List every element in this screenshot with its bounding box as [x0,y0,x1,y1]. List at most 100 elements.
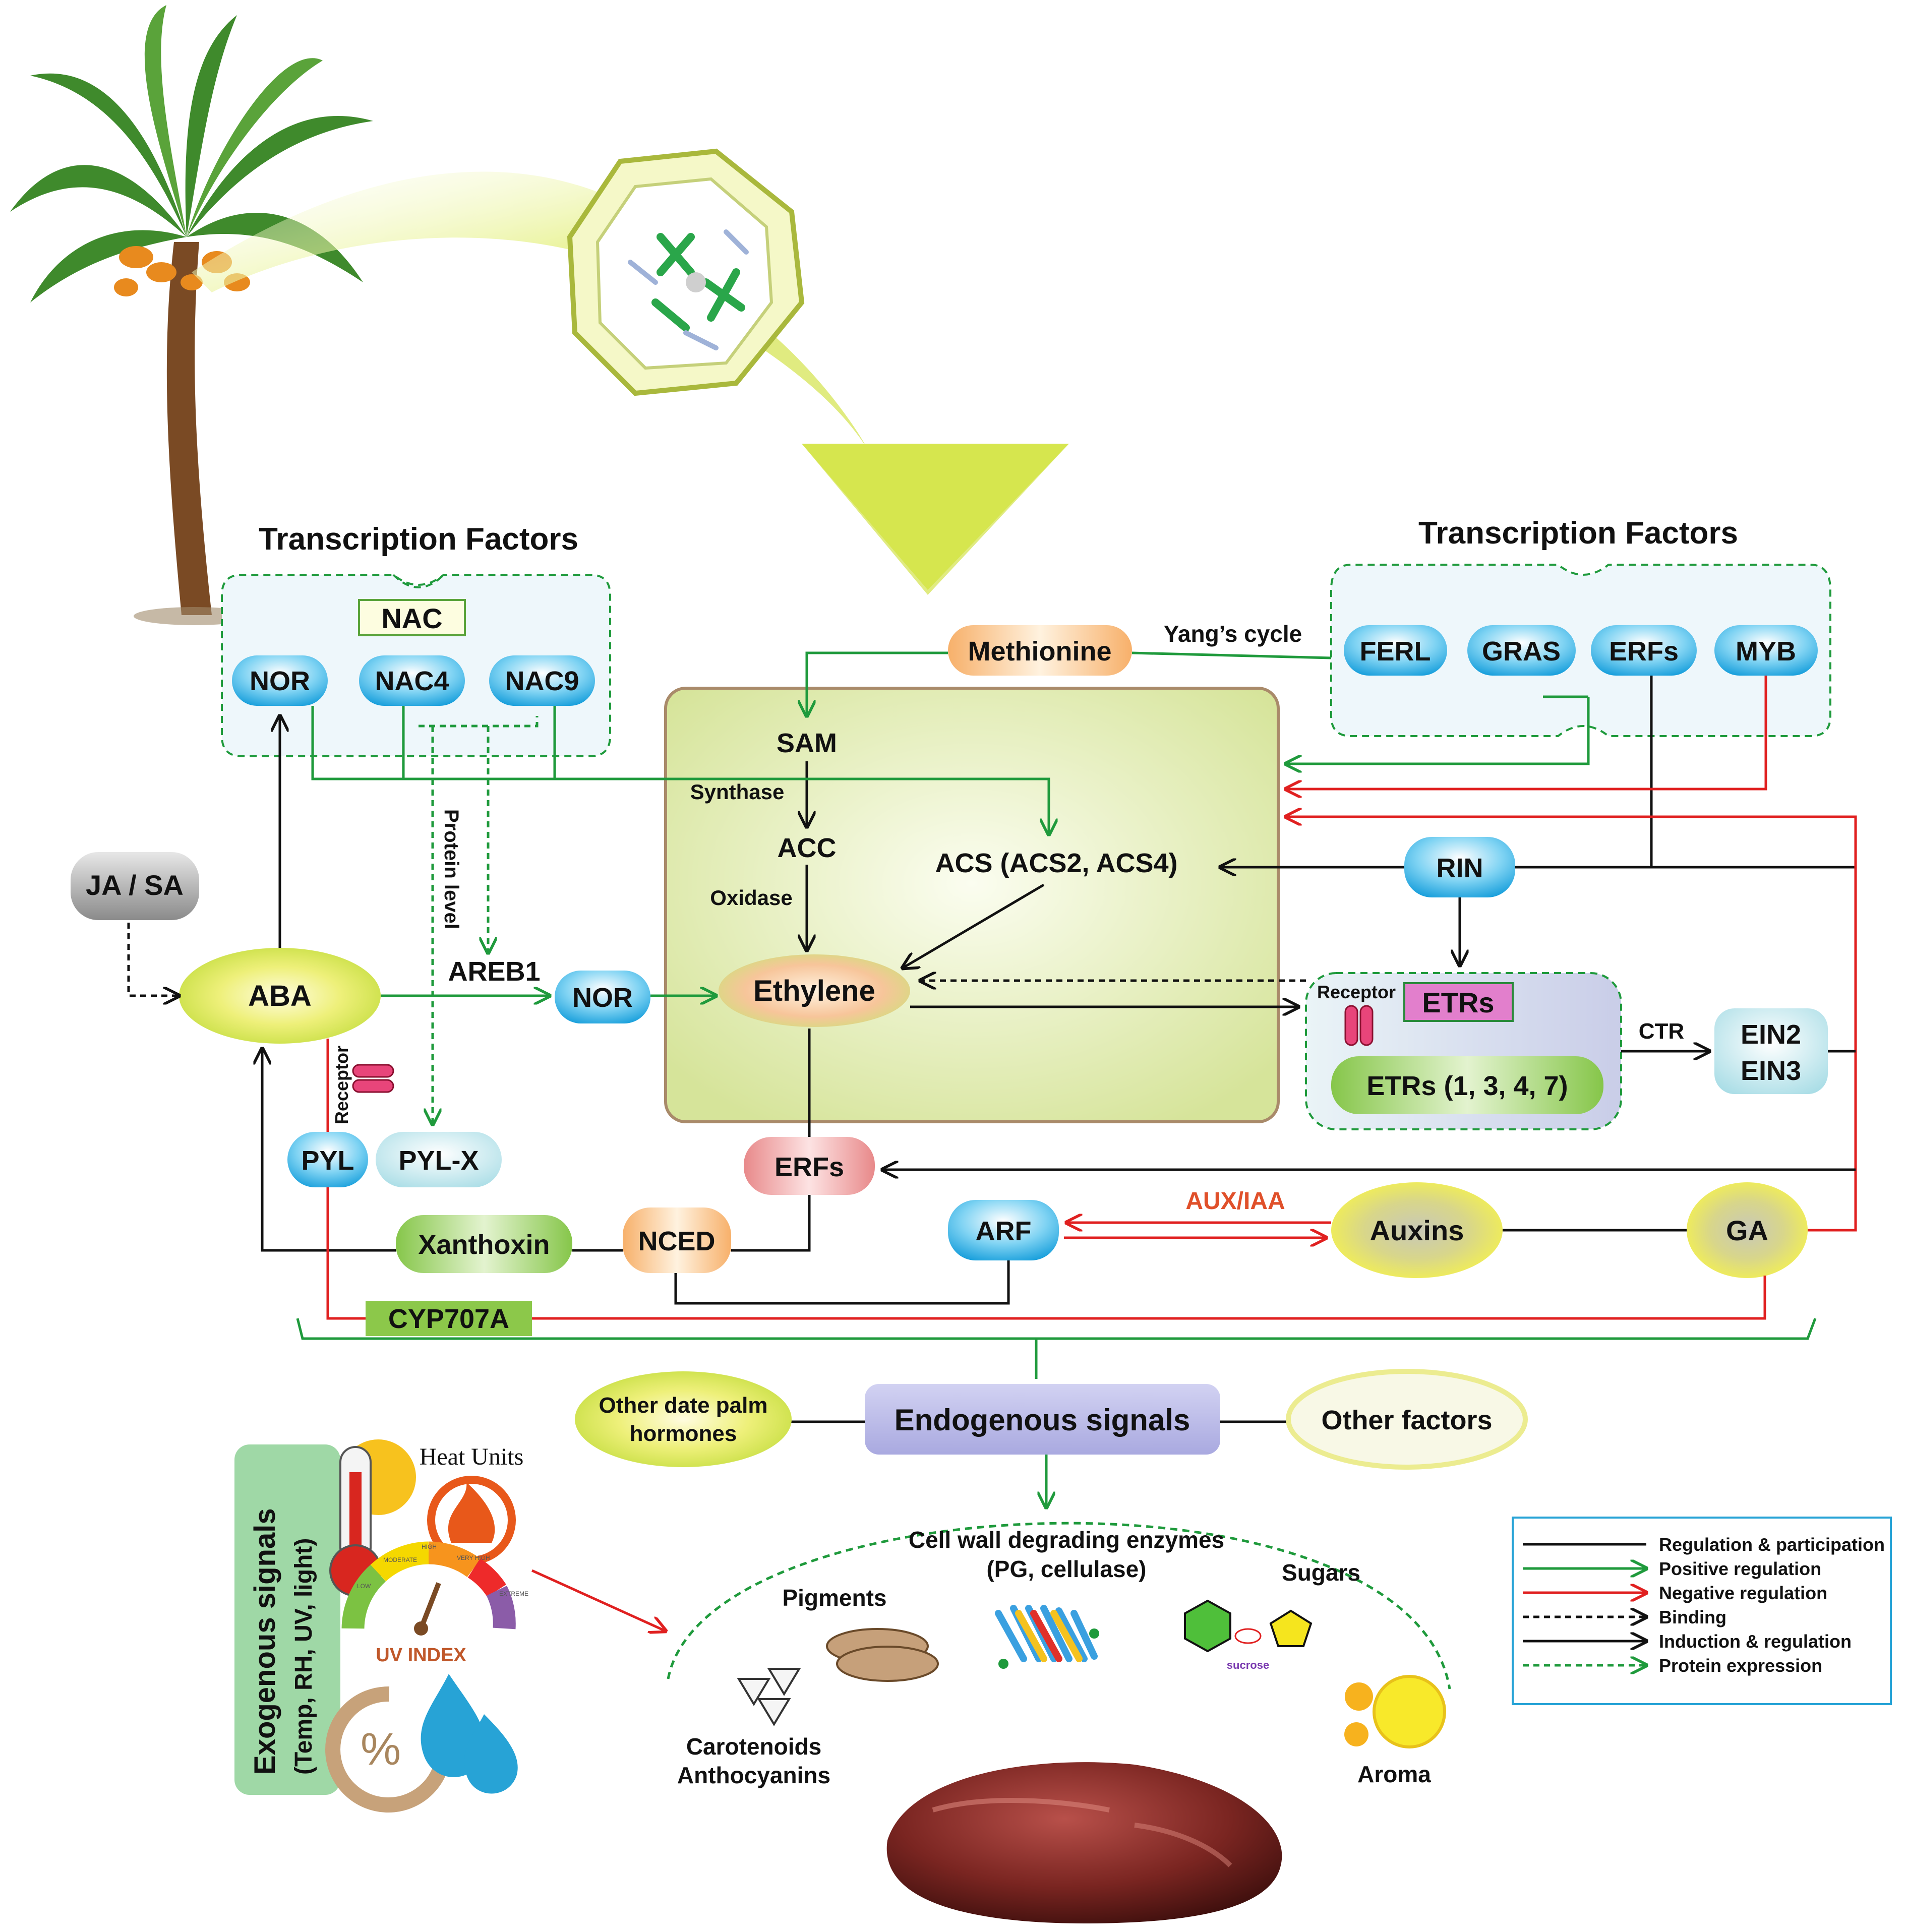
ein2-label: EIN2 [1741,1019,1801,1050]
sam-label: SAM [777,728,837,758]
areb1-label: AREB1 [448,956,540,987]
pyl-node: PYL [287,1132,368,1187]
pyl-label: PYL [301,1145,354,1176]
tf-right-title: Transcription Factors [1418,516,1738,551]
etrs-receptor-icon [1344,1005,1374,1046]
carotenoids-icon [737,1668,801,1726]
pigments-label: Pigments [782,1585,886,1611]
humidity-icon [325,1674,518,1813]
methionine-label: Methionine [968,636,1112,667]
auxins-label: Auxins [1370,1215,1464,1246]
cyp707a-label: CYP707A [388,1304,509,1334]
uv-scale-high: HIGH [422,1543,437,1550]
other-factors-label: Other factors [1321,1405,1492,1435]
pyl-x-node: PYL-X [376,1132,502,1187]
cwde-line1: Cell wall degrading enzymes [909,1527,1224,1553]
humidity-percent-label: % [361,1724,401,1775]
pathway-connectors [127,651,1857,1689]
xanthoxin-node: Xanthoxin [396,1215,572,1273]
date-fruit-illustration [886,1762,1282,1923]
yang-cycle-label: Yang’s cycle [1164,621,1302,647]
ga-label: GA [1726,1215,1768,1246]
tf-node-ferl-label: FERL [1360,636,1431,667]
acc-label: ACC [778,833,837,863]
erfs-node: ERFs [744,1137,875,1195]
aroma-label: Aroma [1357,1761,1431,1787]
legend-label-5: Induction & regulation [1659,1631,1852,1652]
tf-node-gras-label: GRAS [1482,636,1561,667]
xanthoxin-label: Xanthoxin [418,1230,550,1260]
ein-node: EIN2 EIN3 [1714,1008,1828,1094]
aba-label: ABA [248,980,312,1012]
protein-level-label: Protein level [440,809,462,929]
uv-scale-very-high: VERY HIGH [457,1554,490,1561]
tf-left-title: Transcription Factors [259,522,578,557]
tf-node-myb-label: MYB [1736,636,1796,667]
ethylene-node: Ethylene [719,954,910,1027]
uv-scale-extreme: EXTREME [499,1590,528,1597]
other-hormones-line1: Other date palm [599,1393,768,1418]
ga-node: GA [1687,1182,1808,1278]
arf-node: ARF [948,1200,1059,1260]
methionine-node: Methionine [948,625,1132,676]
ethylene-label: Ethylene [753,975,875,1007]
tf-node-nac9-label: NAC9 [505,666,579,696]
aroma-icon [1344,1675,1446,1748]
carotenoids-label: Carotenoids [686,1733,821,1760]
ctr-label: CTR [1639,1019,1684,1044]
tf-node-nac4: NAC4 [359,655,465,706]
ja-sa-node: JA / SA [71,852,199,920]
nced-label: NCED [638,1226,715,1256]
exogenous-signals-line1: Exogenous signals [249,1508,281,1775]
tf-node-nor-label: NOR [250,666,310,696]
auxins-node: Auxins [1331,1182,1503,1278]
nac-label: NAC [381,602,442,634]
tf-node-erfs-label: ERFs [1609,636,1679,667]
other-hormones-node: Other date palm hormones [575,1371,792,1467]
uv-scale-low: LOW [357,1583,371,1590]
tf-node-nac9: NAC9 [489,655,595,706]
aux-iaa-label: AUX/IAA [1185,1188,1285,1215]
enzyme-protein-icon [995,1605,1099,1669]
tf-node-nac4-label: NAC4 [375,666,449,696]
synthase-label: Synthase [690,780,785,804]
cwde-line2: (PG, cellulase) [986,1556,1146,1582]
sucrose-structure-icon [1184,1599,1313,1653]
tf-node-gras: GRAS [1467,625,1576,676]
legend-label-4: Binding [1659,1607,1726,1627]
nac-label-box [358,599,466,636]
rin-label: RIN [1437,853,1483,883]
legend-label-3: Negative regulation [1659,1583,1827,1603]
rin-node: RIN [1404,837,1515,897]
tf-node-myb: MYB [1714,625,1818,676]
nor-label: NOR [572,983,633,1013]
uv-index-gauge-icon [341,1541,516,1636]
pyl-x-label: PYL-X [398,1145,479,1176]
uv-index-label: UV INDEX [376,1645,466,1666]
legend-label-2: Positive regulation [1659,1558,1821,1579]
tf-node-nor: NOR [232,655,328,706]
endogenous-signals-node: Endogenous signals [865,1384,1220,1455]
tf-node-ferl: FERL [1344,625,1447,676]
exogenous-signals-panel: Exogenous signals (Temp, RH, UV, light) [234,1444,340,1795]
etrs-list-node: ETRs (1, 3, 4, 7) [1331,1056,1603,1114]
tf-right-group [1330,564,1831,737]
oxidase-label: Oxidase [710,886,792,910]
legend-label-6: Protein expression [1659,1655,1822,1676]
nor-node: NOR [555,971,650,1023]
uv-scale-moderate: MODERATE [383,1556,417,1563]
endogenous-signals-label: Endogenous signals [895,1403,1190,1437]
heat-units-flame-icon [427,1476,516,1564]
aba-node: ABA [179,948,381,1044]
sucrose-label: sucrose [1227,1659,1269,1671]
etrs-receptor-label: Receptor [1317,982,1396,1002]
sugars-label: Sugars [1282,1559,1360,1586]
legend-box [1512,1517,1892,1705]
other-factors-node: Other factors [1286,1369,1528,1470]
ja-sa-label: JA / SA [86,869,184,901]
aba-receptor-icon [352,1064,394,1093]
ein3-label: EIN3 [1741,1056,1801,1086]
other-hormones-line2: hormones [630,1421,737,1446]
